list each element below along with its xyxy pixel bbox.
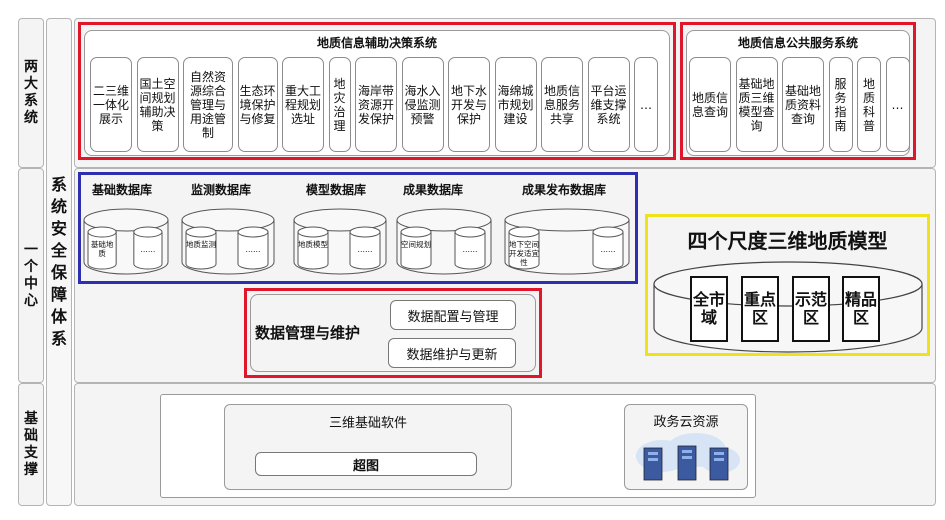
- public-service-title: 地质信息公共服务系统: [737, 36, 858, 50]
- decision-system-frame: [78, 22, 676, 160]
- public-service-item[interactable]: 基础地质资料查询: [782, 57, 824, 152]
- database-cylinder-group: [293, 208, 387, 275]
- public-service-item[interactable]: …: [885, 57, 910, 152]
- database-label: 模型数据库: [306, 183, 367, 197]
- decision-system-item[interactable]: 地质信息服务共享: [541, 57, 583, 152]
- decision-system-item[interactable]: 地灾治理: [328, 57, 351, 152]
- two-systems-label: 两大系统: [24, 59, 38, 126]
- security-system-box: 系统安全保障体系: [46, 18, 72, 506]
- public-service-item[interactable]: 地质科普: [857, 57, 881, 152]
- data-config-button[interactable]: 数据配置与管理: [390, 300, 516, 330]
- model-3d-title: 四个尺度三维地质模型: [687, 229, 888, 253]
- base-support-label-box: 基础支撑: [18, 383, 44, 506]
- decision-system-item[interactable]: 国土空间规划辅助决策: [136, 57, 179, 152]
- database-cylinder-label: 空间规划: [401, 240, 431, 249]
- decision-system-item[interactable]: 平台运维支撑系统: [587, 57, 630, 152]
- two-systems-label-box: 两大系统: [18, 18, 44, 168]
- model-scale-box[interactable]: 全市域: [690, 276, 728, 342]
- base-support-label: 基础支撑: [24, 410, 38, 478]
- public-service-item[interactable]: 基础地质三维模型查询: [735, 57, 778, 152]
- security-system-label: 系统安全保障体系: [50, 175, 67, 348]
- database-label: 基础数据库: [92, 183, 153, 197]
- database-cylinder-more: ……: [600, 245, 616, 254]
- database-cylinder-label: 地质模型: [298, 240, 328, 249]
- database-label: 成果发布数据库: [522, 183, 607, 197]
- decision-system-item[interactable]: 海绵城市规划建设: [494, 57, 537, 152]
- database-label: 监测数据库: [191, 183, 252, 197]
- decision-system-item[interactable]: …: [634, 57, 658, 152]
- server-icon: [636, 433, 740, 481]
- decision-system-item[interactable]: 地下水开发与保护: [448, 57, 490, 152]
- decision-system-item[interactable]: 海水入侵监测预警: [401, 57, 444, 152]
- model-scale-box[interactable]: 重点区: [741, 276, 779, 342]
- database-cylinder-label: 地下空间开发适宜性: [509, 240, 539, 267]
- decision-system-item[interactable]: 自然资源综合管理与用途管制: [183, 57, 233, 152]
- decision-system-item[interactable]: 生态环境保护与修复: [237, 57, 278, 152]
- one-center-label: 一个中心: [24, 241, 38, 309]
- decision-system-item[interactable]: 重大工程规划选址: [282, 57, 324, 152]
- one-center-label-box: 一个中心: [18, 168, 44, 383]
- software-label: 三维基础软件: [328, 416, 407, 431]
- model-scale-box[interactable]: 精品区: [842, 276, 880, 342]
- public-service-item[interactable]: 地质信息查询: [689, 57, 731, 152]
- database-cylinder-more: ……: [462, 245, 478, 254]
- database-cylinder-group: [504, 208, 630, 275]
- database-label: 成果数据库: [403, 183, 464, 197]
- database-cylinder-label: 基础地质: [90, 240, 114, 258]
- database-cylinder-group: [396, 208, 492, 275]
- decision-system-item[interactable]: 海岸带资源开发保护: [355, 57, 397, 152]
- data-mgmt-title: 数据管理与维护: [255, 324, 361, 342]
- data-mgmt-frame: [244, 288, 542, 378]
- public-service-item[interactable]: 服务指南: [828, 57, 853, 152]
- database-cylinder-more: ……: [140, 245, 156, 254]
- database-cylinder-more: ……: [245, 245, 261, 254]
- database-cylinder-group: [83, 208, 169, 275]
- database-cylinder-group: [181, 208, 275, 275]
- decision-system-title: 地质信息辅助决策系统: [316, 36, 437, 50]
- database-frame: [78, 172, 638, 284]
- cloud-label: 政务云资源: [653, 415, 719, 430]
- decision-system-item[interactable]: 二三维一体化展示: [90, 57, 132, 152]
- data-update-button[interactable]: 数据维护与更新: [388, 338, 516, 368]
- public-service-frame: [680, 22, 916, 160]
- database-cylinder-label: 地质监测: [186, 240, 216, 249]
- supermap-button[interactable]: 超图: [255, 452, 477, 476]
- database-cylinder-more: ……: [357, 245, 373, 254]
- model-3d-frame: [645, 214, 930, 356]
- model-scale-box[interactable]: 示范区: [792, 276, 830, 342]
